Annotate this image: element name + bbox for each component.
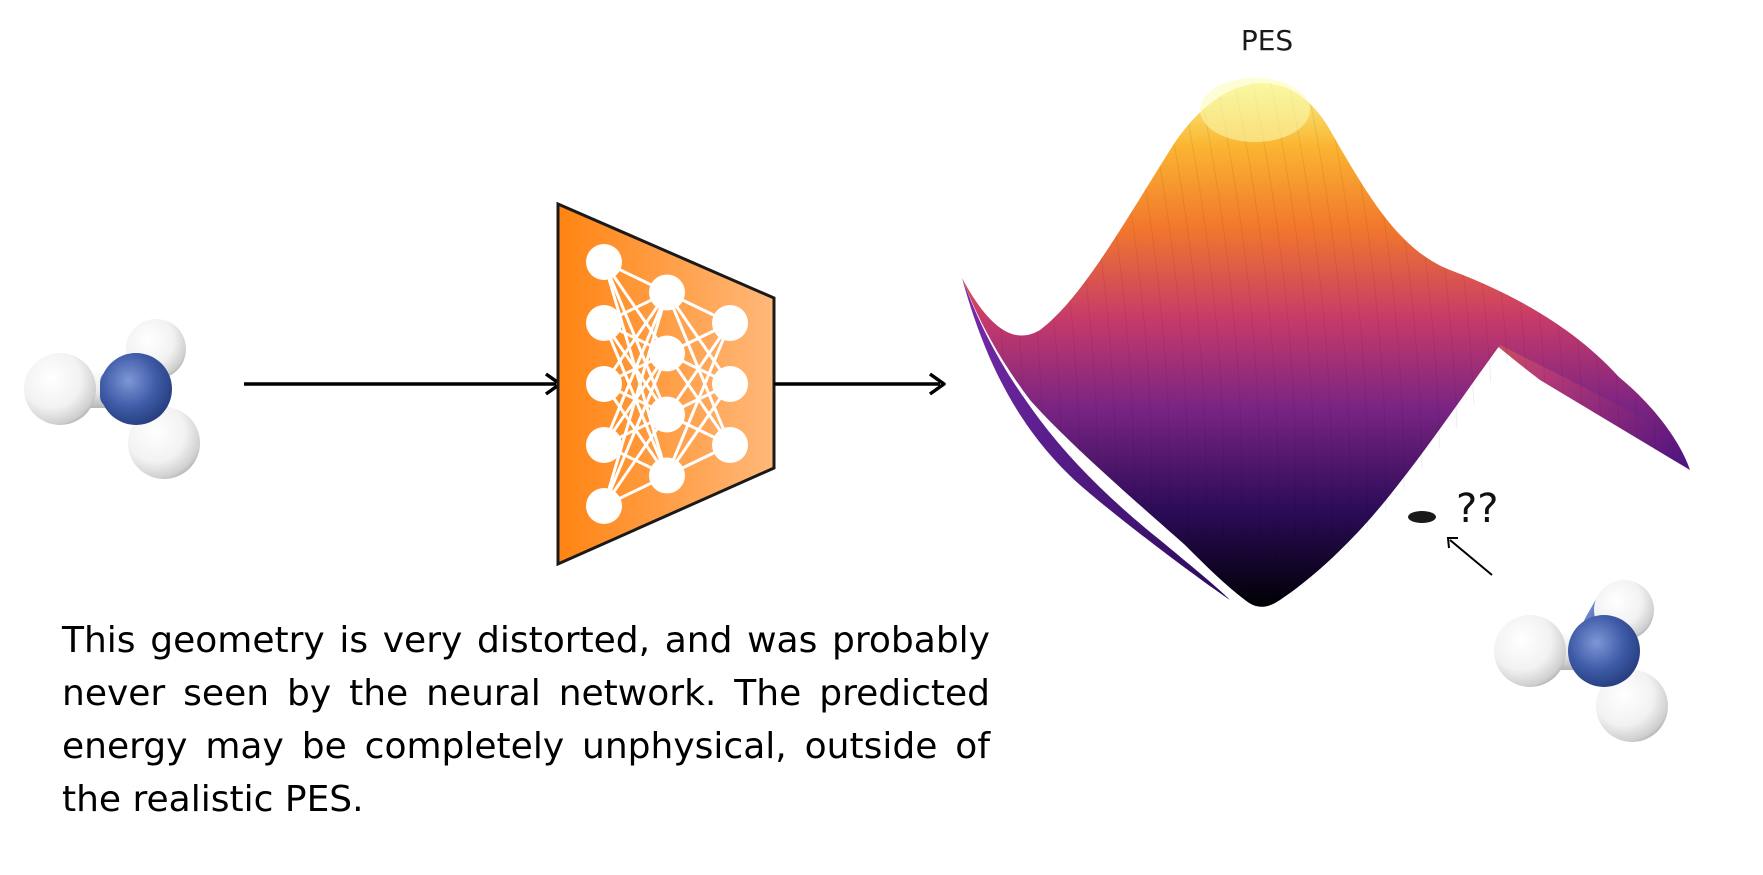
neuron-layer1-4 — [586, 427, 622, 463]
pes-mesh-line — [1589, 83, 1639, 610]
input-molecule — [24, 319, 200, 479]
neuron-layer2-3 — [649, 396, 685, 433]
pes-main-surface — [962, 83, 1656, 607]
output-arrow — [774, 372, 946, 396]
pointer-arrow — [1446, 537, 1493, 576]
central-atom — [1568, 615, 1640, 687]
pes-mesh-line — [1643, 83, 1690, 610]
hydrogen-atom-left — [24, 353, 96, 425]
pes-mesh-line — [1175, 83, 1225, 610]
neuron-layer1-2 — [586, 305, 622, 341]
network-neurons — [586, 244, 748, 524]
neuron-layer3-2 — [712, 366, 748, 402]
neuron-layer3-3 — [712, 427, 748, 463]
network-connections — [602, 260, 732, 508]
unknown-marker: ?? — [1456, 486, 1498, 532]
input-arrow — [244, 372, 562, 396]
neural-network — [556, 201, 776, 567]
hydrogen-atom-bottom — [128, 407, 200, 479]
neuron-layer1-3 — [586, 366, 622, 402]
pes-mesh-line — [1625, 83, 1675, 610]
pes-mesh-line — [1607, 83, 1657, 610]
network-connection — [602, 413, 669, 507]
network-connection — [602, 291, 669, 385]
neuron-layer2-1 — [649, 274, 685, 311]
network-connection — [665, 322, 732, 477]
neuron-layer1-1 — [586, 244, 622, 280]
pes-mesh-line — [1265, 83, 1315, 610]
pes-title: PES — [1241, 24, 1293, 57]
network-connection — [665, 322, 732, 416]
network-connection — [602, 292, 669, 507]
predicted-energy-point — [1408, 511, 1436, 523]
neuron-layer3-1 — [712, 305, 748, 341]
pes-peak-highlight — [1200, 78, 1310, 142]
network-connection — [665, 383, 732, 477]
neuron-layer1-5 — [586, 488, 622, 524]
neuron-layer2-4 — [649, 457, 685, 494]
neuron-layer2-2 — [649, 335, 685, 372]
pes-surface — [962, 78, 1690, 610]
distorted-molecule — [1494, 580, 1668, 742]
central-atom — [100, 353, 172, 425]
pes-mesh-line — [1211, 83, 1261, 610]
hydrogen-atom-bottom — [1596, 670, 1668, 742]
caption-text: This geometry is very distorted, and was… — [62, 620, 990, 820]
network-connection — [602, 352, 669, 507]
hydrogen-atom-left — [1494, 615, 1566, 687]
network-connection — [602, 291, 669, 446]
pes-mesh-line — [1193, 83, 1243, 610]
pes-mesh-line — [1283, 83, 1333, 610]
pes-mesh-line — [1661, 83, 1690, 610]
